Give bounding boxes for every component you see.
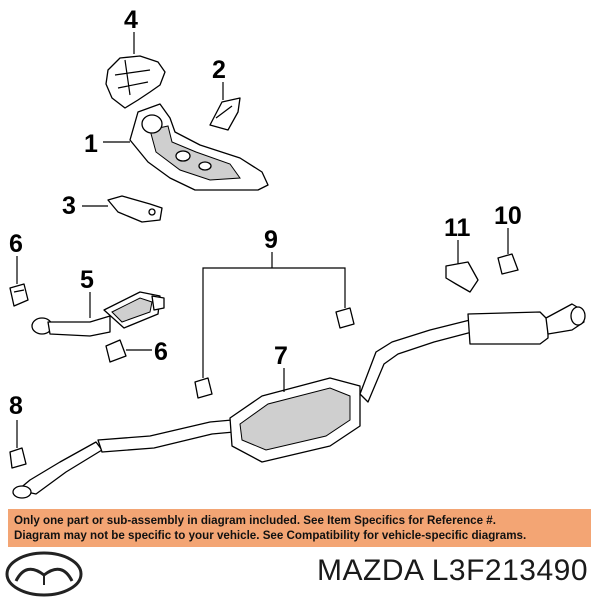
callout-6b: 6 xyxy=(154,338,168,366)
brand-footer: MAZDA L3F213490 xyxy=(0,548,600,600)
exhaust-parts-diagram: 4 2 1 3 6 5 6 xyxy=(9,6,586,499)
hanger-part-6b xyxy=(105,339,127,363)
notice-line-1: Only one part or sub-assembly in diagram… xyxy=(14,514,496,527)
heat-shield-part xyxy=(105,55,166,109)
callout-6a: 6 xyxy=(9,230,23,258)
callout-2: 2 xyxy=(212,56,226,84)
callout-5: 5 xyxy=(80,266,94,294)
mazda-logo-icon xyxy=(5,551,83,597)
notice-line-2: Diagram may not be specific to your vehi… xyxy=(14,529,527,542)
bracket-part xyxy=(107,195,163,223)
front-pipe-part xyxy=(31,291,165,337)
callout-9: 9 xyxy=(264,226,278,254)
exhaust-pipe-muffler-part xyxy=(12,303,586,499)
callout-7: 7 xyxy=(274,342,288,370)
part-number-label: MAZDA L3F213490 xyxy=(317,554,588,587)
callout-4: 4 xyxy=(124,6,138,34)
gasket-part xyxy=(209,97,241,131)
leader-line-9 xyxy=(202,252,346,378)
callout-11: 11 xyxy=(444,214,471,242)
hanger-part-8 xyxy=(9,447,27,469)
hanger-part-9-right xyxy=(335,307,355,329)
hanger-part-6a xyxy=(9,283,29,307)
bracket-part-11 xyxy=(445,261,479,293)
notice-banner: Only one part or sub-assembly in diagram… xyxy=(8,509,591,547)
hanger-part-9-left xyxy=(194,377,213,399)
exhaust-manifold-part xyxy=(129,103,269,191)
callout-3: 3 xyxy=(62,192,76,220)
callout-1: 1 xyxy=(84,130,98,158)
callout-10: 10 xyxy=(494,202,522,230)
callout-8: 8 xyxy=(9,392,23,420)
hanger-part-10 xyxy=(497,253,519,275)
